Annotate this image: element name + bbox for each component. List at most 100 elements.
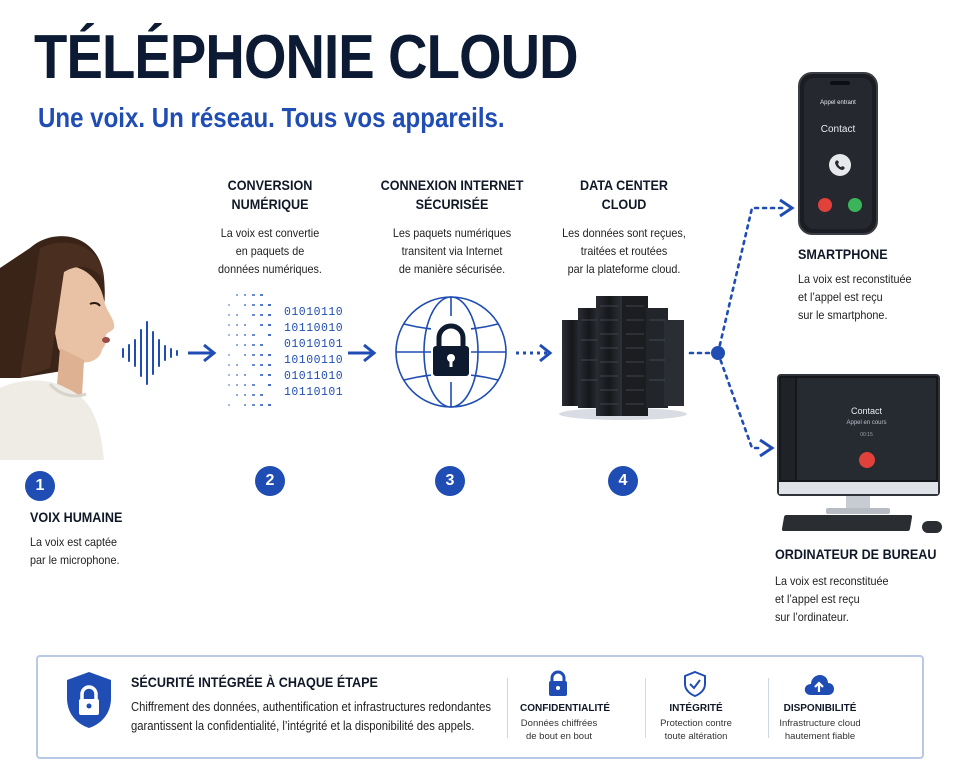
feature-availability: DISPONIBILITÉ Infrastructure cloud haute… xyxy=(779,703,861,742)
desktop-contact-name: Contact xyxy=(850,406,883,416)
phone-contact-name: Contact xyxy=(820,124,856,135)
data-dot xyxy=(252,314,255,316)
data-dot xyxy=(260,304,263,306)
data-dot xyxy=(260,394,263,396)
data-dot xyxy=(260,294,263,296)
data-dot xyxy=(260,344,263,346)
data-dot xyxy=(252,404,255,406)
phone-call-status: Appel entrant xyxy=(820,100,856,106)
smartphone-description: La voix est reconstituée et l’appel est … xyxy=(798,272,912,322)
data-dot xyxy=(252,304,255,306)
data-dot xyxy=(244,324,246,326)
divider xyxy=(507,678,508,738)
data-dot xyxy=(228,374,230,376)
shield-check-icon xyxy=(684,670,706,698)
lock-icon xyxy=(549,670,567,696)
desktop-title: ORDINATEUR DE BUREAU xyxy=(775,546,937,562)
data-dot xyxy=(268,314,271,316)
data-dot xyxy=(236,344,238,346)
smartphone-device: Appel entrant Contact xyxy=(798,72,878,235)
page-subtitle: Une voix. Un réseau. Tous vos appareils. xyxy=(38,102,505,133)
decline-call-button[interactable] xyxy=(818,198,832,212)
feature-confidentiality: CONFIDENTIALITÉ Données chiffrées de bou… xyxy=(520,703,610,742)
data-dot xyxy=(228,334,230,336)
data-dot xyxy=(236,374,238,376)
data-dot xyxy=(252,294,255,296)
desktop-monitor: Contact Appel en cours 00:15 xyxy=(777,374,940,496)
step-1-badge: 1 xyxy=(25,471,55,501)
mouse xyxy=(922,521,942,533)
data-dot xyxy=(228,384,230,386)
data-dot xyxy=(260,364,263,366)
data-dot xyxy=(268,334,271,336)
data-dot xyxy=(260,354,263,356)
data-dot xyxy=(228,324,230,326)
data-dot xyxy=(236,334,238,336)
step-4-description: Les données sont reçues, traitées et rou… xyxy=(562,226,686,276)
data-dot xyxy=(244,344,246,346)
data-dot xyxy=(228,404,230,406)
data-dot xyxy=(252,344,255,346)
step-3-badge: 3 xyxy=(435,466,465,496)
data-dots-pattern xyxy=(228,294,271,406)
desktop-call-timer: 00:15 xyxy=(860,432,873,438)
cloud-upload-icon xyxy=(804,675,834,695)
dotted-arrow-icon xyxy=(516,343,553,363)
data-dot xyxy=(244,354,246,356)
data-dot xyxy=(252,394,255,396)
data-dot xyxy=(236,384,238,386)
data-dot xyxy=(268,384,271,386)
data-dot xyxy=(252,364,255,366)
data-dot xyxy=(236,324,238,326)
data-dot xyxy=(268,364,271,366)
data-dot xyxy=(244,374,246,376)
keyboard xyxy=(781,515,913,531)
end-call-button[interactable] xyxy=(859,452,875,468)
desktop-call-status: Appel en cours xyxy=(846,420,887,426)
sound-wave-icon xyxy=(122,321,178,385)
feature-integrity: INTÉGRITÉ Protection contre toute altéra… xyxy=(660,703,732,742)
secure-globe-icon xyxy=(395,296,507,408)
security-title: SÉCURITÉ INTÉGRÉE À CHAQUE ÉTAPE xyxy=(131,674,378,690)
data-dot xyxy=(236,294,238,296)
data-dot xyxy=(244,404,246,406)
page-title: TÉLÉPHONIE CLOUD xyxy=(34,23,579,92)
binary-code: 01010110 10110010 01010101 10100110 0101… xyxy=(284,306,344,399)
data-dot xyxy=(244,304,246,306)
step-4-title: DATA CENTER CLOUD xyxy=(580,177,668,212)
arrow-right-icon xyxy=(188,343,217,363)
data-dot xyxy=(260,404,263,406)
data-dot xyxy=(268,324,271,326)
step-3-title: CONNEXION INTERNET SÉCURISÉE xyxy=(380,177,524,212)
branch-connector xyxy=(688,198,795,458)
call-control-buttons[interactable] xyxy=(827,458,917,462)
step-2-title: CONVERSION NUMÉRIQUE xyxy=(227,177,313,212)
data-dot xyxy=(268,304,271,306)
data-dot xyxy=(244,334,246,336)
data-dot xyxy=(252,384,255,386)
data-dot xyxy=(236,364,238,366)
data-dot xyxy=(260,374,263,376)
security-panel xyxy=(36,655,924,759)
step-2-description: La voix est convertie en paquets de donn… xyxy=(218,226,322,276)
arrow-right-icon xyxy=(348,343,377,363)
person-speaking-illustration xyxy=(0,236,115,460)
data-dot xyxy=(260,314,263,316)
monitor-base xyxy=(826,508,890,514)
accept-call-button[interactable] xyxy=(848,198,862,212)
data-dot xyxy=(244,294,246,296)
monitor-stand xyxy=(846,496,870,510)
security-description: Chiffrement des données, authentificatio… xyxy=(131,700,492,733)
step-1-description: La voix est captée par le microphone. xyxy=(30,535,120,567)
data-dot xyxy=(260,324,263,326)
data-dot xyxy=(228,354,230,356)
data-dot xyxy=(244,384,246,386)
data-dot xyxy=(228,304,230,306)
data-dot xyxy=(252,334,255,336)
data-dot xyxy=(244,394,246,396)
data-dot xyxy=(236,314,238,316)
smartphone-title: SMARTPHONE xyxy=(798,246,888,262)
data-dot xyxy=(252,354,255,356)
contact-phone-icon xyxy=(829,154,851,176)
step-3-description: Les paquets numériques transitent via In… xyxy=(392,226,512,276)
